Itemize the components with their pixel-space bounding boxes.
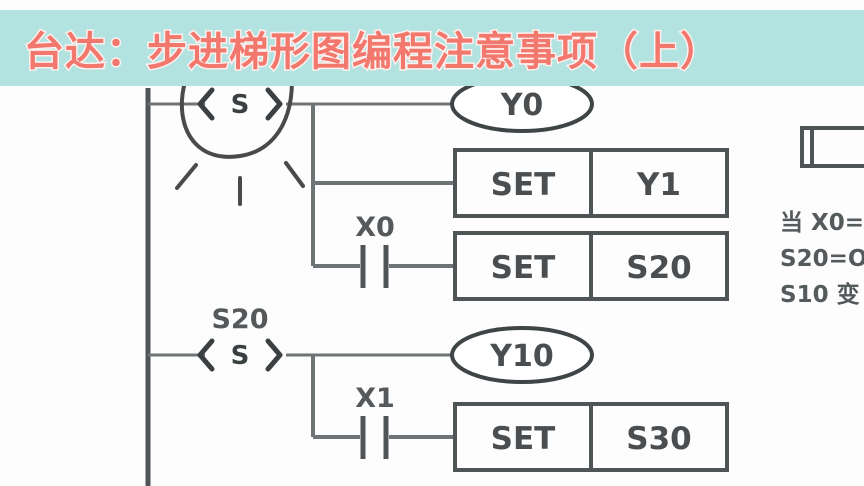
box-set-s30-instruction: SET <box>491 421 556 457</box>
coil-y0-label: Y0 <box>500 88 544 123</box>
box-set-s30-operand: S30 <box>626 421 691 457</box>
rung-s20-step-label: S20 <box>211 304 268 335</box>
coil-y10 <box>450 326 594 384</box>
side-note-line-2: S20=O <box>780 246 864 272</box>
box-set-s20-operand: S20 <box>626 250 691 286</box>
svg-text:S: S <box>231 341 250 371</box>
rung-s20: S S20 Y10 X1 <box>148 304 729 472</box>
contact-x1 <box>360 416 389 459</box>
side-note-line-1: 当 X0= <box>780 210 864 236</box>
contact-x0-label: X0 <box>355 212 395 243</box>
coil-y10-label: Y10 <box>489 339 553 374</box>
box-set-y1-instruction: SET <box>491 167 556 203</box>
side-annotation-text: 当 X0= S20=O S10 变 <box>780 205 864 313</box>
branch-set-y1: SET Y1 <box>313 148 729 218</box>
branch-y10: Y10 <box>450 326 594 384</box>
contact-x0 <box>360 245 389 288</box>
video-title: 台达：步进梯形图编程注意事项（上） <box>23 28 722 77</box>
branch-set-s20: X0 SET S20 <box>313 212 729 301</box>
side-note-line-3: S10 变 <box>780 282 860 308</box>
step-contact-s10: S <box>197 87 283 121</box>
step-contact-s20: S <box>197 338 283 372</box>
svg-text:S: S <box>231 90 250 120</box>
branch-set-s30: X1 SET S30 <box>313 383 729 472</box>
box-set-s20-instruction: SET <box>491 250 556 286</box>
box-set-y1-operand: Y1 <box>636 167 681 203</box>
title-banner: 台达：步进梯形图编程注意事项（上） <box>0 10 864 86</box>
contact-x1-label: X1 <box>355 383 395 414</box>
annotation-ray-left <box>175 163 198 190</box>
cutoff-instruction-box <box>800 126 864 168</box>
annotation-ray-right <box>284 161 305 188</box>
